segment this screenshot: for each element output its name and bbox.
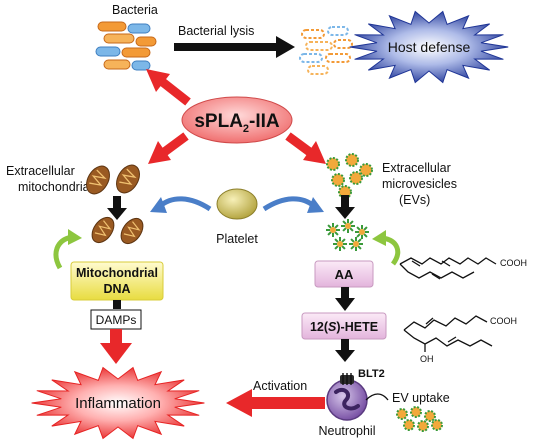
extracellular-ev-label-1: Extracellular [382, 161, 451, 175]
bursting-vesicle-icon [326, 223, 340, 237]
extracellular-mito-label-2: mitochondria [18, 180, 90, 194]
vesicles-icon-top [326, 153, 373, 199]
bursting-vesicle-icon [349, 237, 363, 251]
vesicle-icon [410, 406, 422, 418]
cooh-label-2: COOH [490, 316, 517, 326]
extracellular-ev-label-3: (EVs) [399, 193, 430, 207]
bacteria-label: Bacteria [112, 3, 158, 17]
vesicle-icon [396, 408, 408, 420]
vesicles-icon-uptake [396, 406, 443, 432]
vesicle-icon [417, 420, 429, 432]
damps-label: DAMPs [96, 313, 137, 327]
host-defense-burst: Host defense [349, 10, 509, 84]
aa-structure: COOH [399, 257, 527, 280]
bursting-vesicle-icon [341, 219, 355, 233]
extracellular-mito-label-1: Extracellular [6, 164, 75, 178]
vesicle-icon [345, 153, 359, 167]
red-arrow-to-mitochondria [148, 132, 189, 164]
green-curved-arrow-right [372, 230, 401, 266]
spla2-iia-node: sPLA2-IIA [181, 96, 293, 144]
ev-uptake-label: EV uptake [392, 391, 450, 405]
aa-label: AA [335, 267, 354, 282]
black-arrow-mito-1 [107, 196, 127, 220]
vesicle-icon [424, 410, 436, 422]
inflammation-burst: Inflammation [31, 366, 205, 440]
black-arrow-ev-3 [335, 339, 355, 362]
neutrophil-label: Neutrophil [319, 424, 376, 438]
cooh-label-1: COOH [500, 258, 527, 268]
vesicle-icon [359, 163, 373, 177]
extracellular-ev-label-2: microvesicles [382, 177, 457, 191]
red-arrow-to-bacteria [146, 69, 191, 106]
black-arrow-mito-2 [113, 300, 121, 309]
damps-box: DAMPs [90, 309, 142, 330]
red-arrow-to-vesicles [285, 132, 326, 164]
vesicles-icon-bursting [326, 219, 369, 251]
hete-label: 12(S)-HETE [310, 320, 378, 334]
activation-label: Activation [253, 379, 307, 393]
mitochondrial-dna-box: Mitochondrial DNA [70, 261, 164, 301]
vesicle-icon [331, 173, 345, 187]
red-arrow-activation [226, 389, 325, 417]
neutrophil-icon [326, 373, 368, 421]
mito-dna-label-1: Mitochondrial [76, 266, 158, 280]
host-defense-label: Host defense [388, 39, 471, 55]
vesicle-icon [326, 157, 340, 171]
aa-box: AA [314, 260, 374, 288]
green-curved-arrow-left [53, 229, 82, 270]
black-arrow-ev-2 [335, 287, 355, 311]
mitochondria-icon-bottom [91, 216, 144, 245]
bursting-vesicle-icon [333, 237, 347, 251]
mito-dna-label-2: DNA [103, 282, 130, 296]
vesicle-icon [403, 419, 415, 431]
inflammation-label: Inflammation [75, 395, 161, 412]
bacteria-cluster-icon [95, 21, 157, 71]
bacterial-lysis-label: Bacterial lysis [178, 24, 254, 38]
red-arrow-to-inflammation [100, 329, 132, 364]
spla2-iia-label: sPLA2-IIA [194, 111, 280, 135]
lysed-bacteria-icon [299, 26, 353, 75]
vesicle-icon [349, 171, 363, 185]
platelet-label: Platelet [216, 232, 258, 246]
blt2-label: BLT2 [358, 368, 385, 380]
hete-structure: COOH OH [403, 315, 517, 364]
mitochondria-icon-top [86, 164, 140, 195]
ev-uptake-connector [365, 393, 389, 401]
bursting-vesicle-icon [355, 225, 369, 239]
black-arrow-ev-1 [335, 195, 355, 219]
hete-box: 12(S)-HETE [301, 312, 387, 340]
oh-label: OH [420, 354, 434, 364]
blue-curved-arrow-right [262, 196, 324, 213]
blue-curved-arrow-left [150, 196, 212, 213]
platelet-icon [216, 188, 258, 220]
lysis-arrow [174, 36, 295, 58]
vesicle-icon [431, 419, 443, 431]
